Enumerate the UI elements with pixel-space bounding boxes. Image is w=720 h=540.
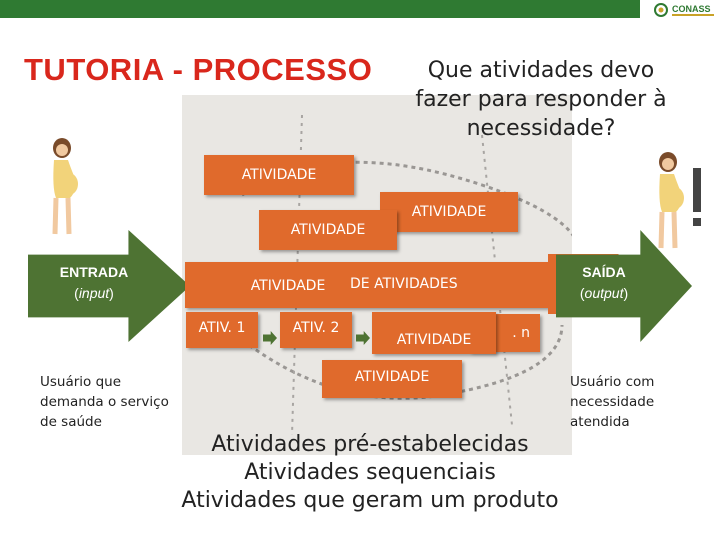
- page-title: TUTORIA - PROCESSO: [24, 52, 373, 87]
- activity-box: ATIVIDADE: [259, 210, 397, 250]
- activity-box: ATIVIDADE: [204, 155, 354, 195]
- activity-1-box: ATIV. 1: [186, 312, 258, 348]
- summary-text: Atividades pré-estabelecidas Atividades …: [150, 431, 590, 515]
- summary-line-3: Atividades que geram um produto: [181, 488, 559, 513]
- output-note: Usuário com necessidade atendida: [570, 374, 655, 430]
- logo-underline: [672, 14, 714, 16]
- input-label-sub-text: input: [78, 285, 110, 301]
- summary-line-2: Atividades sequenciais: [244, 460, 496, 485]
- output-label-sub-text: output: [584, 285, 624, 301]
- pregnant-woman-icon: [650, 152, 688, 250]
- activity-box: ATIVIDADE: [372, 312, 496, 354]
- logo-icon: [654, 3, 668, 17]
- input-label-main: ENTRADA: [59, 264, 129, 280]
- sequence-label: DE ATIVIDADES: [350, 276, 458, 292]
- input-note: Usuário que demanda o serviço de saúde: [40, 374, 169, 430]
- input-label: ENTRADA (input): [28, 262, 160, 304]
- output-label-sub: (output): [579, 285, 629, 301]
- input-label-sub: (input): [74, 285, 114, 301]
- activity-2-box: ATIV. 2: [280, 312, 352, 348]
- activity-box: ATIVIDADE: [322, 360, 462, 398]
- sequence-arrow: [263, 331, 277, 345]
- logo-text: CONASS: [672, 4, 711, 14]
- sequence-arrow: [356, 331, 370, 345]
- question-text: Que atividades devo fazer para responder…: [415, 58, 667, 141]
- top-bar: [0, 0, 640, 18]
- exclamation-icon: [693, 168, 701, 212]
- activity-box: ATIVIDADE: [380, 192, 518, 232]
- pregnant-woman-icon: [44, 138, 82, 236]
- exclamation-dot: [693, 218, 701, 226]
- conass-logo: [652, 2, 716, 22]
- output-label-main: SAÍDA: [582, 264, 626, 280]
- summary-line-1: Atividades pré-estabelecidas: [211, 432, 529, 457]
- activity-box: ATIVIDADE: [230, 266, 346, 306]
- output-label: SAÍDA (output): [560, 262, 648, 304]
